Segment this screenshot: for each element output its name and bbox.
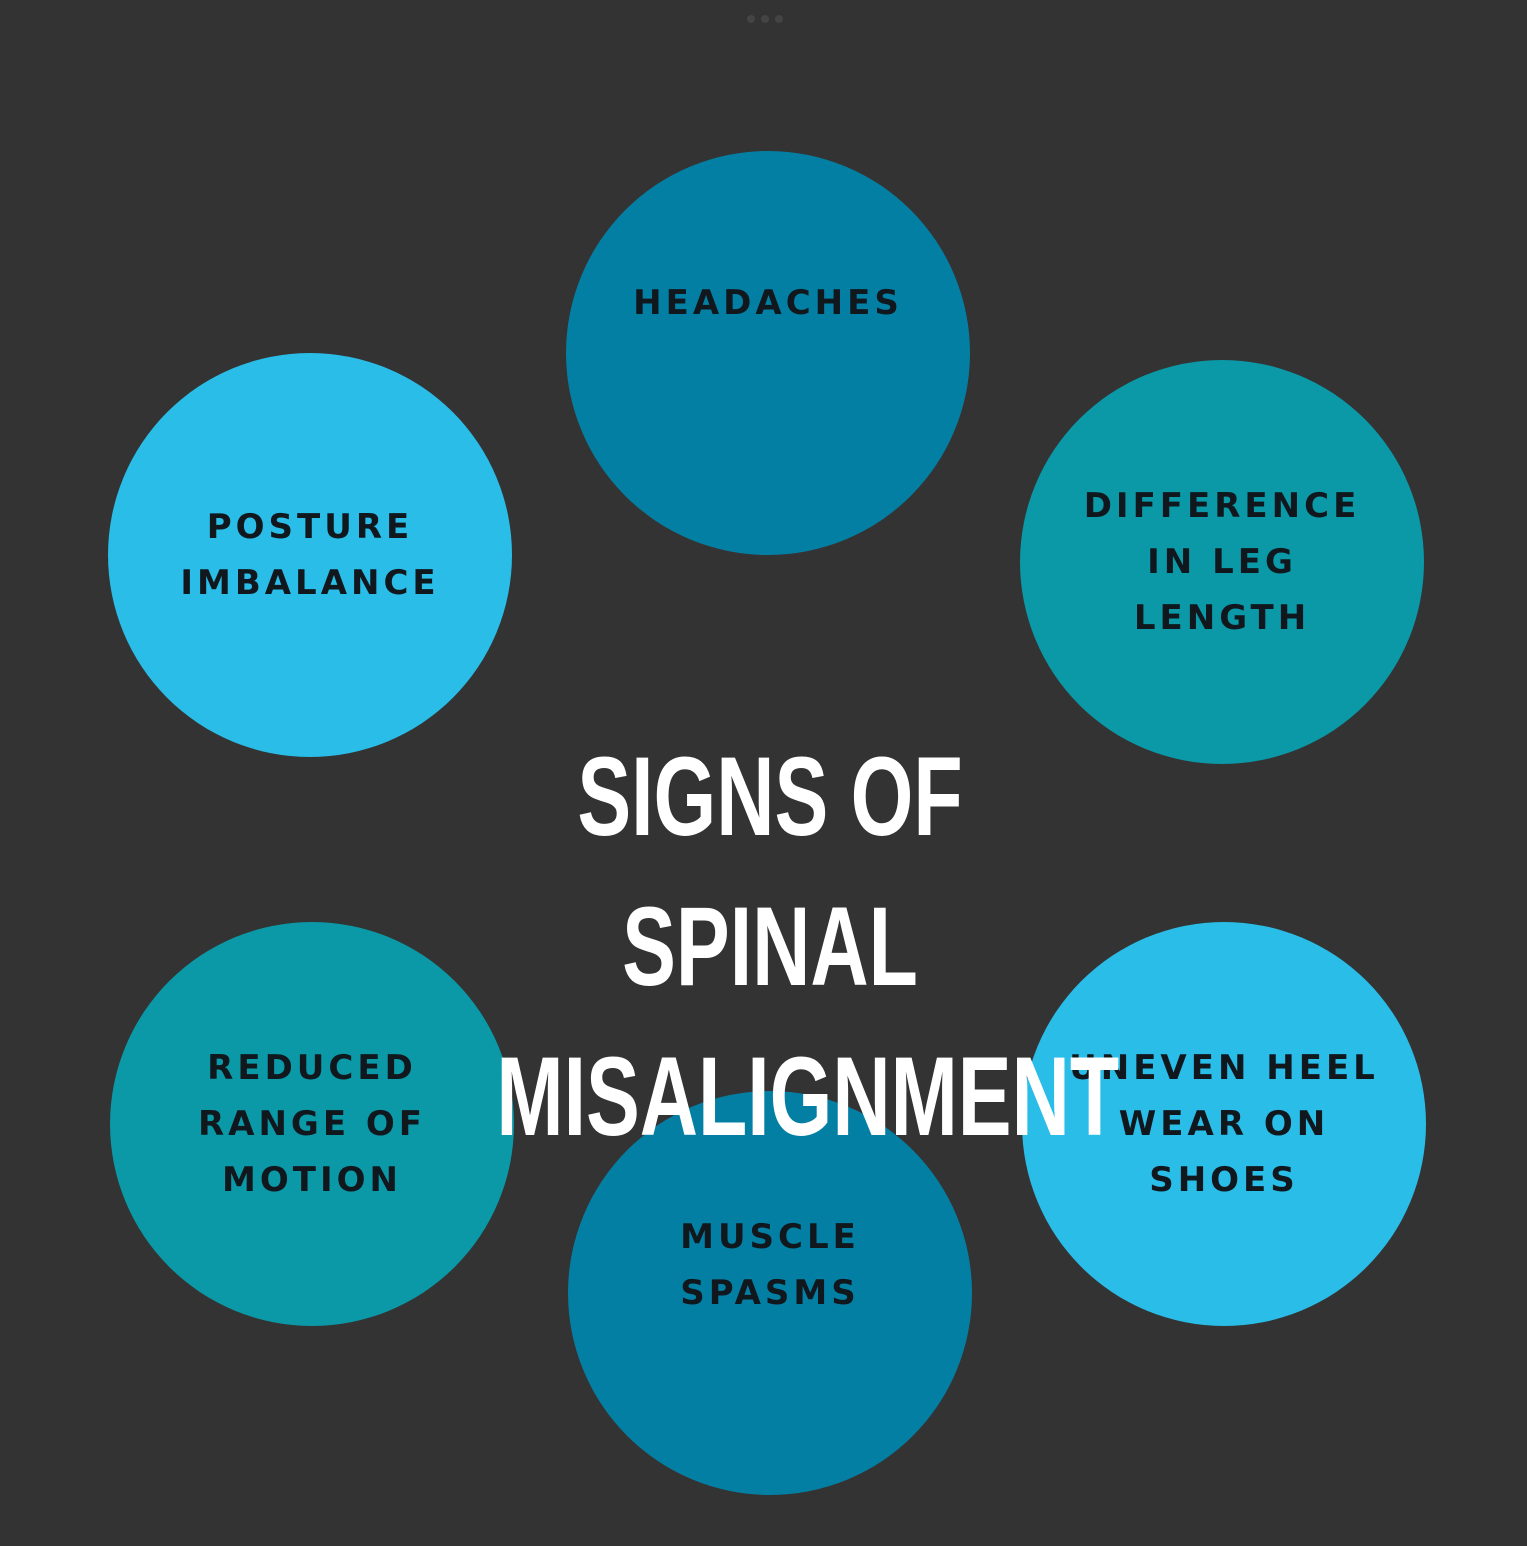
- circle-muscle-spasms: MUSCLE SPASMS: [568, 1091, 972, 1495]
- diagram-title: SIGNS OF SPINAL MISALIGNMENT: [496, 734, 1120, 1159]
- circle-label: DIFFERENCE IN LEG LENGTH: [1083, 486, 1361, 638]
- circle-label: REDUCED RANGE OF MOTION: [197, 1048, 427, 1200]
- circle-label: POSTURE IMBALANCE: [180, 507, 440, 603]
- dot: [747, 15, 755, 23]
- circle-leg-length: DIFFERENCE IN LEG LENGTH: [1020, 360, 1424, 764]
- circle-label: UNEVEN HEEL WEAR ON SHOES: [1069, 1048, 1379, 1200]
- circle-range-of-motion: REDUCED RANGE OF MOTION: [110, 922, 514, 1326]
- circle-posture-imbalance: POSTURE IMBALANCE: [108, 353, 512, 757]
- circle-label: HEADACHES: [633, 283, 903, 323]
- more-options-icon: [747, 15, 783, 23]
- circle-label: MUSCLE SPASMS: [680, 1217, 860, 1313]
- circle-heel-wear: UNEVEN HEEL WEAR ON SHOES: [1022, 922, 1426, 1326]
- dot: [775, 15, 783, 23]
- circle-headaches: HEADACHES: [566, 151, 970, 555]
- dot: [761, 15, 769, 23]
